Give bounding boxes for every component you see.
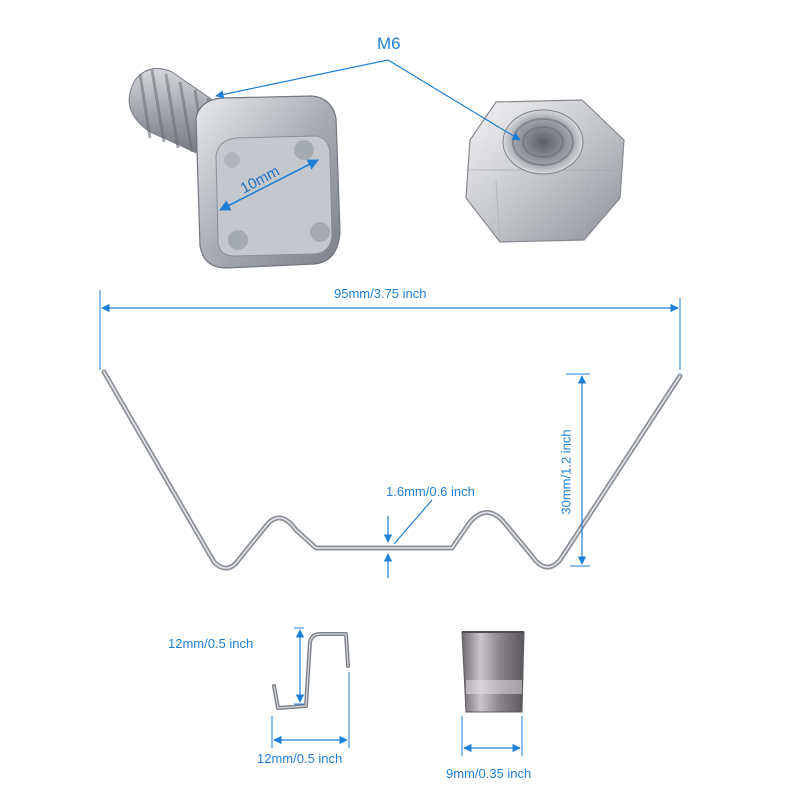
side-width-label: 12mm/0.5 inch (257, 751, 343, 766)
front-width-dimension (461, 716, 523, 756)
m6-leader (215, 59, 521, 141)
front-width-label: 9mm/0.35 inch (446, 766, 532, 781)
side-height-label: 12mm/0.5 inch (168, 636, 254, 651)
glazing-clip-wire (101, 369, 683, 571)
wire-thickness-label: 1.6mm/0.6 inch (386, 484, 475, 499)
side-width-dimension (271, 672, 350, 748)
height-label: 30mm/1.2 inch (558, 429, 574, 515)
hex-nut-icon (465, 99, 625, 243)
side-height-dimension (294, 627, 305, 705)
width-label: 95mm/3.75 inch (334, 286, 427, 301)
width-dimension (99, 290, 681, 370)
wire-thickness-dimension (383, 499, 433, 578)
head-dimension-arrow (219, 159, 319, 211)
clip-side-view (272, 632, 350, 710)
thread-size-label: M6 (377, 34, 401, 53)
square-head-bolt-icon (128, 67, 341, 269)
clip-front-view (461, 631, 525, 713)
height-dimension (566, 373, 590, 567)
